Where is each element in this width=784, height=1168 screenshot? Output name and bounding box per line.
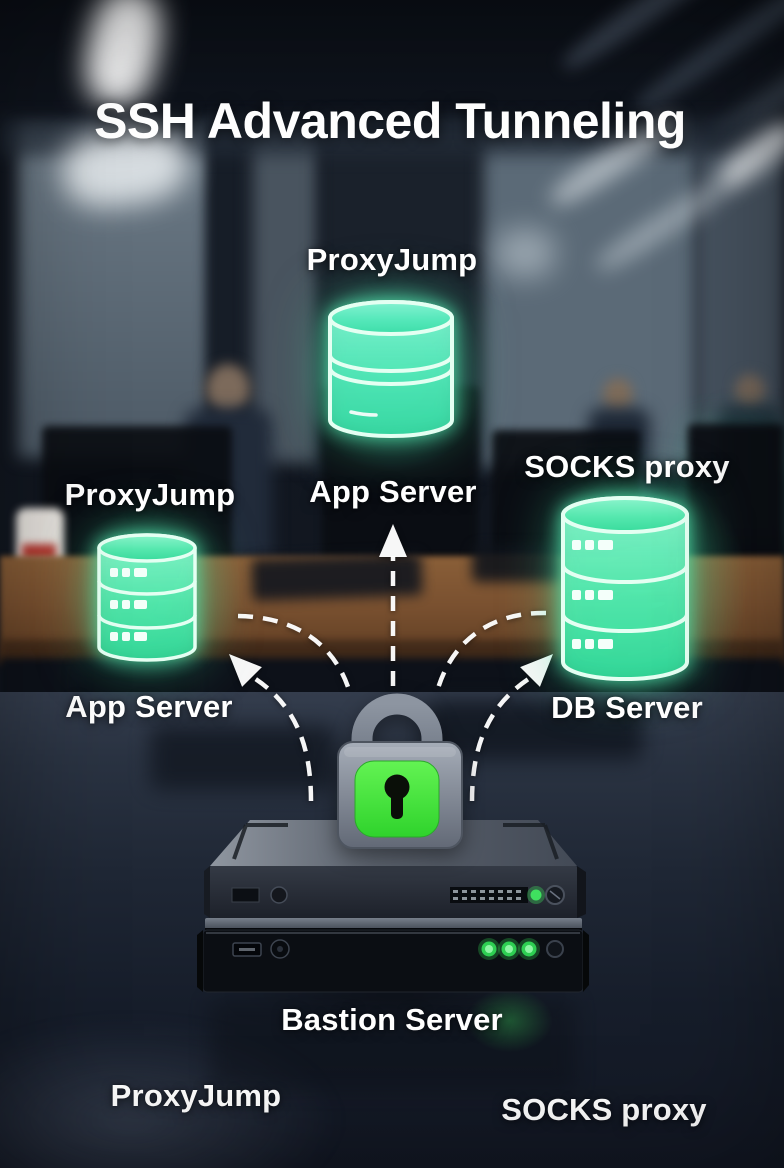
bg-window-glare [495,228,555,278]
status-led [530,889,542,901]
tunnel-line-right [469,676,532,802]
label-bastion: Bastion Server [281,1002,503,1037]
bastion-reflection [210,1000,575,1090]
power-knob [546,940,564,958]
arrowhead-left [229,654,262,687]
arrowhead-right [520,654,553,687]
label-footnote-socks: SOCKS proxy [501,1092,707,1127]
bg-person-head [735,374,765,408]
tunnel-curve-right [434,610,547,693]
label-right-protocol: SOCKS proxy [524,449,730,484]
arrowhead-up [379,524,407,557]
lock-shackle [351,693,443,771]
database-icon [561,496,689,681]
database-icon [328,300,454,438]
dip-switch-strip [450,887,528,903]
bg-monitor [688,424,784,566]
db-led-dots [110,568,147,641]
tunnel-curve-left [237,613,353,694]
port-round [270,886,288,904]
padlock-icon [337,693,463,849]
db-led-dots [572,540,613,649]
lid-corner-marks [232,823,559,860]
foreground-desk-sheen [0,1020,340,1168]
label-left-server: App Server [65,689,233,724]
dip-switch-ticks [453,890,521,900]
status-leds [478,938,540,960]
foreground-desk-object [428,700,643,760]
tunnel-line-left [252,676,314,802]
label-left-protocol: ProxyJump [64,477,236,512]
page-title: SSH Advanced Tunneling [94,93,686,149]
bastion-hardware-icon [197,820,589,993]
bg-person-head [206,364,250,414]
drive-slot [231,887,260,903]
label-top-protocol: ProxyJump [306,242,478,277]
bg-keyboard [472,546,564,582]
bastion-top-unit [210,866,577,918]
bg-person-head [603,378,633,412]
database-icon [97,533,197,662]
label-top-server: App Server [309,474,477,509]
label-right-server: DB Server [551,690,703,725]
keyhole-icon [384,774,410,819]
foreground-desk-object [150,726,335,790]
bg-window-panel [252,133,322,463]
bastion-lip [205,918,582,929]
label-footnote-proxyjump: ProxyJump [110,1078,282,1113]
